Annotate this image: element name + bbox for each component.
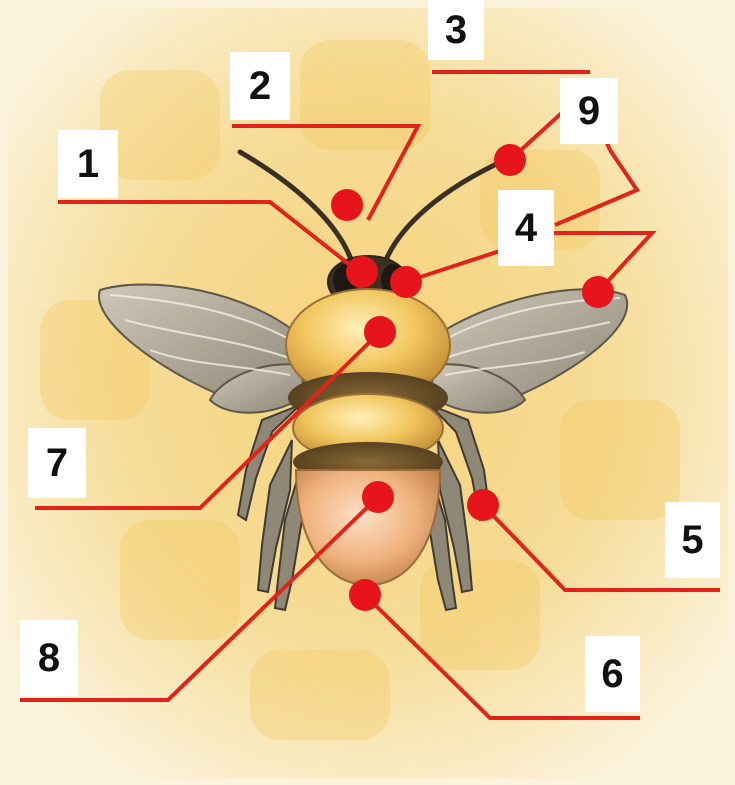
- marker-dot-abdomen: [362, 481, 394, 513]
- label-9: 9: [560, 78, 618, 144]
- label-3: 3: [428, 0, 484, 60]
- label-2: 2: [230, 52, 290, 120]
- marker-dot-antenna: [331, 189, 363, 221]
- marker-dot-leg: [467, 489, 499, 521]
- label-5: 5: [665, 502, 720, 578]
- label-6: 6: [585, 636, 640, 712]
- label-1: 1: [58, 130, 118, 198]
- marker-dot-left-eye: [346, 256, 378, 288]
- marker-dot-wing: [582, 276, 614, 308]
- marker-dot-right-eye: [390, 266, 422, 298]
- marker-dot-antenna-tip: [494, 144, 526, 176]
- label-4: 4: [498, 190, 554, 266]
- label-7: 7: [28, 428, 86, 498]
- label-8: 8: [20, 620, 78, 696]
- marker-dot-sting: [349, 579, 381, 611]
- marker-dot-thorax: [364, 316, 396, 348]
